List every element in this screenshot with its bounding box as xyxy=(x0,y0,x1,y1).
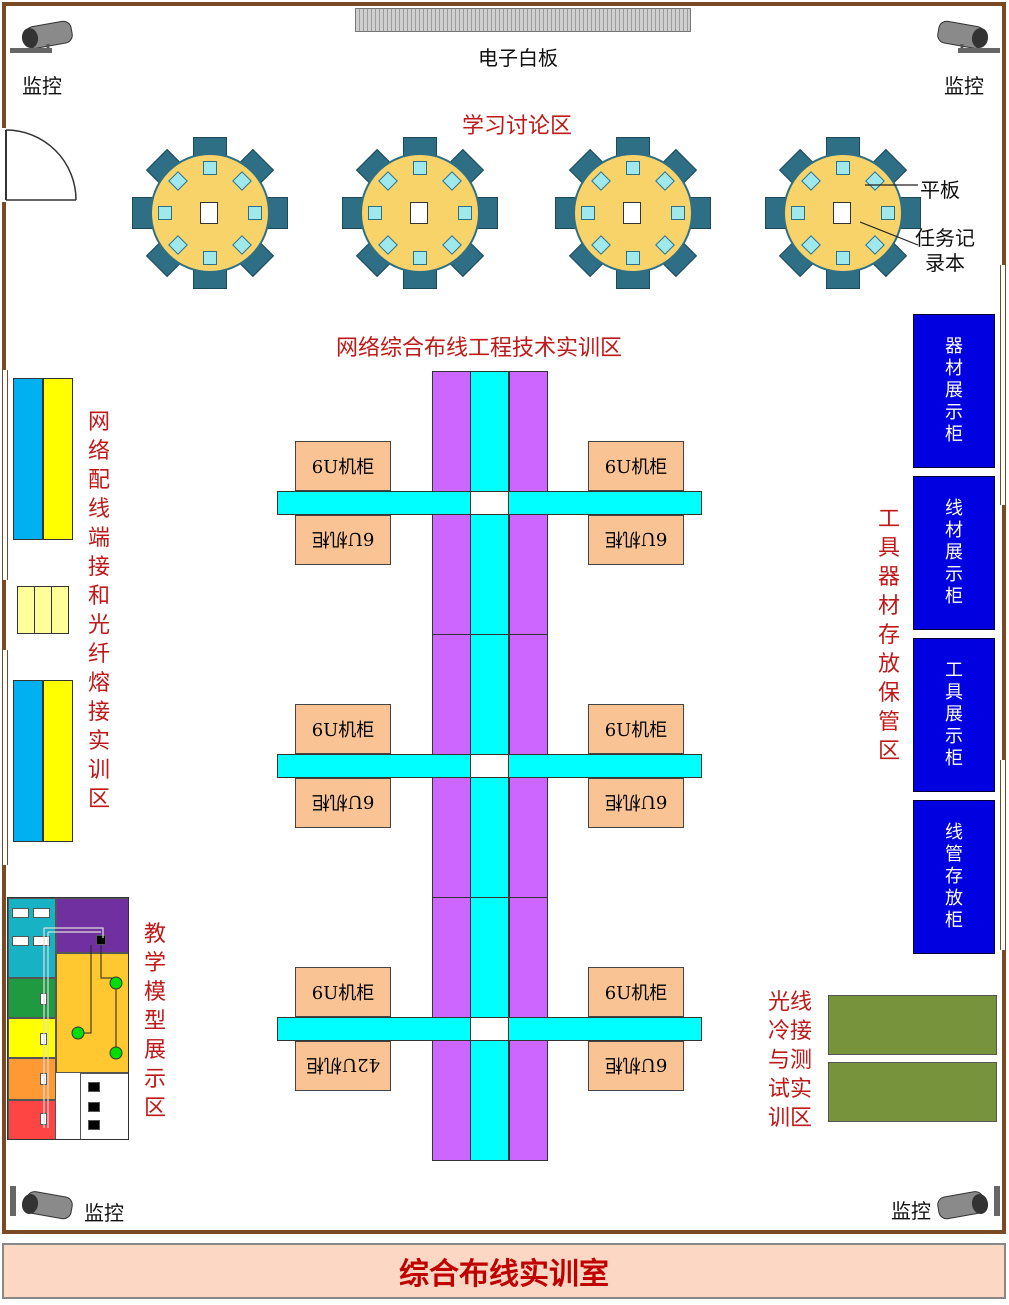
cross-junction xyxy=(470,1017,509,1041)
room-title: 综合布线实训室 xyxy=(399,1257,609,1292)
trunk-divider xyxy=(432,897,548,898)
discussion-table xyxy=(763,133,923,293)
tablet xyxy=(671,206,685,220)
room-title-bar: 综合布线实训室 xyxy=(2,1243,1006,1299)
right-window-top xyxy=(1000,265,1006,505)
zone-label-discussion: 学习讨论区 xyxy=(462,114,573,139)
cross-junction xyxy=(470,491,509,515)
display-cabinet: 器材展示柜 xyxy=(913,314,995,468)
callout-tablet: 平板 xyxy=(920,178,960,202)
callout-notebook: 任务记录本 xyxy=(915,226,975,275)
cabinet-6u: 6U机柜 xyxy=(588,1041,684,1091)
tablet xyxy=(626,161,640,175)
camera-icon xyxy=(937,20,1000,53)
fusion-splicer xyxy=(17,586,69,634)
zone-label-storage: 工具器材存放保管区 xyxy=(877,507,900,764)
camera-label-tr: 监控 xyxy=(944,74,984,98)
camera-label-br: 监控 xyxy=(891,1199,931,1223)
cabinet-6u: 6U机柜 xyxy=(295,967,391,1017)
tablet xyxy=(881,206,895,220)
zone-label-cabling: 网络综合布线工程技术实训区 xyxy=(336,336,623,361)
zone-label-fiber: 光线冷接与测试实训区 xyxy=(767,990,812,1131)
cabinet-6u: 6U机柜 xyxy=(588,704,684,754)
display-cabinet-label: 线材展示柜 xyxy=(945,498,963,607)
cabinet-6u: 6U机柜 xyxy=(295,778,391,828)
cabinet-6u: 6U机柜 xyxy=(588,778,684,828)
trunk-divider xyxy=(432,634,548,635)
tablet xyxy=(158,206,172,220)
cabinet-6u: 6U机柜 xyxy=(588,967,684,1017)
fiber-bench xyxy=(828,1062,997,1122)
zone-label-teaching: 教学模型展示区 xyxy=(143,922,166,1121)
cabinet-6u: 6U机柜 xyxy=(295,515,391,565)
display-cabinet: 线管存放柜 xyxy=(913,800,995,954)
display-cabinet-label: 工具展示柜 xyxy=(945,660,963,769)
callout-lines xyxy=(860,184,919,246)
camera-icon xyxy=(10,1186,73,1220)
cabinet-6u: 6U机柜 xyxy=(295,704,391,754)
display-cabinet-label: 器材展示柜 xyxy=(945,336,963,445)
task-notebook xyxy=(410,202,428,224)
tablet xyxy=(368,206,382,220)
fiber-bench xyxy=(828,995,997,1055)
tablet xyxy=(458,206,472,220)
task-notebook xyxy=(833,202,851,224)
tablet xyxy=(203,161,217,175)
tablet xyxy=(836,251,850,265)
teaching-model xyxy=(7,897,129,1140)
left-window-top xyxy=(2,370,8,580)
cross-junction xyxy=(470,754,509,778)
task-notebook xyxy=(200,202,218,224)
patch-rack xyxy=(13,680,73,842)
tablet xyxy=(836,161,850,175)
discussion-table xyxy=(130,133,290,293)
cabinet-42u: 42U机柜 xyxy=(295,1041,391,1091)
tablet xyxy=(413,251,427,265)
camera-label-tl: 监控 xyxy=(22,74,62,98)
discussion-table xyxy=(340,133,500,293)
right-window-bottom xyxy=(1000,760,1006,950)
whiteboard xyxy=(355,8,691,32)
left-window-bottom xyxy=(2,650,8,865)
tablet xyxy=(581,206,595,220)
cabinet-6u: 6U机柜 xyxy=(295,441,391,491)
door-icon xyxy=(2,128,77,202)
cabinet-6u: 6U机柜 xyxy=(588,441,684,491)
cabinet-6u: 6U机柜 xyxy=(588,515,684,565)
tablet xyxy=(791,206,805,220)
task-notebook xyxy=(623,202,641,224)
camera-icon xyxy=(10,20,73,53)
zone-label-patch: 网络配线端接和光纤熔接实训区 xyxy=(87,410,110,812)
whiteboard-label: 电子白板 xyxy=(478,46,558,70)
display-cabinet: 工具展示柜 xyxy=(913,638,995,792)
display-cabinet-label: 线管存放柜 xyxy=(945,822,963,931)
tablet xyxy=(626,251,640,265)
display-cabinet: 线材展示柜 xyxy=(913,476,995,630)
patch-rack xyxy=(13,378,73,540)
tablet xyxy=(413,161,427,175)
tablet xyxy=(203,251,217,265)
camera-icon xyxy=(937,1186,1000,1220)
discussion-table xyxy=(553,133,713,293)
camera-label-bl: 监控 xyxy=(84,1201,124,1225)
tablet xyxy=(248,206,262,220)
